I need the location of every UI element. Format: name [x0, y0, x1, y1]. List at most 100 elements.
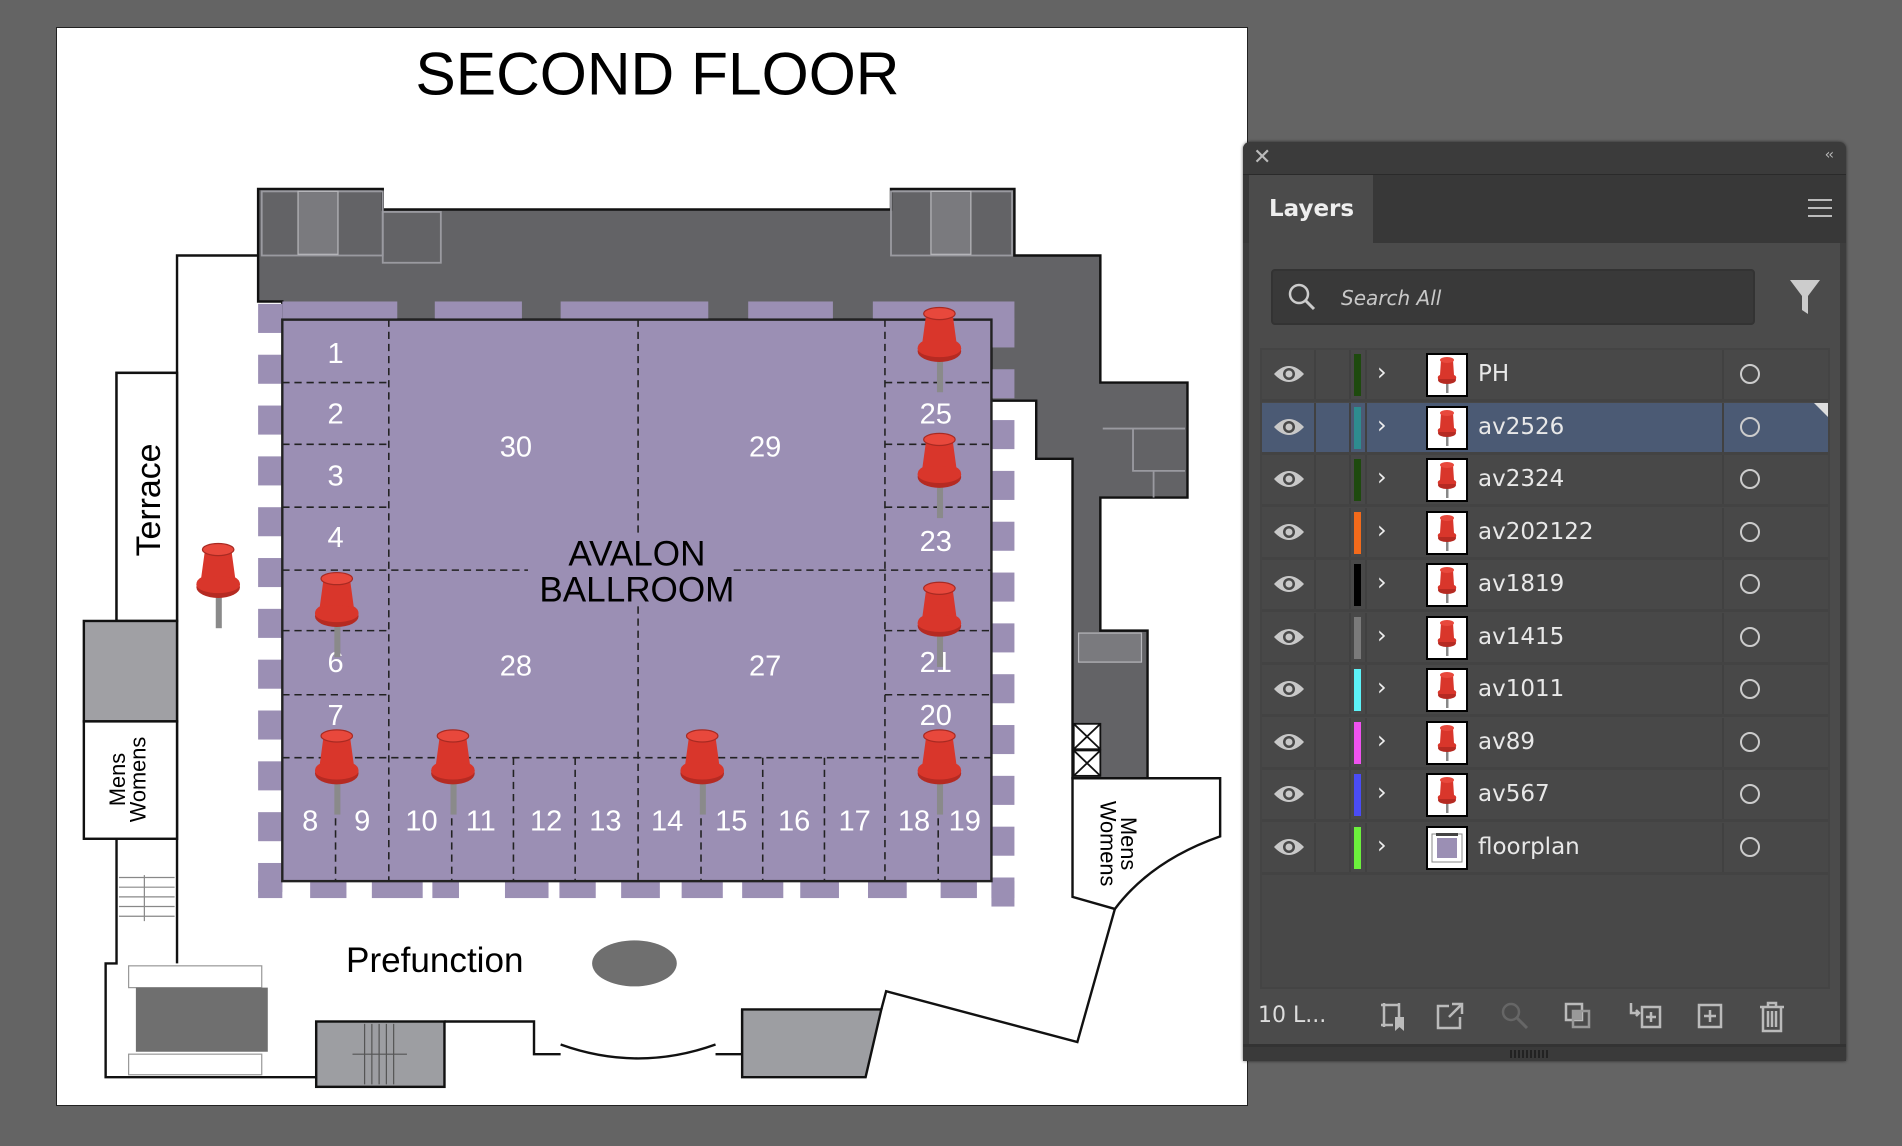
layer-name[interactable]: av1819	[1478, 571, 1565, 597]
target-circle-icon[interactable]	[1740, 731, 1760, 752]
visibility-eye-icon[interactable]	[1272, 415, 1306, 439]
avalon-ballroom[interactable]	[281, 318, 993, 883]
clipping-mask-icon[interactable]	[1563, 1001, 1593, 1031]
target-circle-icon[interactable]	[1740, 469, 1760, 489]
lock-toggle[interactable]	[1316, 403, 1346, 452]
wall-band	[258, 862, 283, 893]
expand-chevron-icon[interactable]: ›	[1377, 830, 1387, 859]
panel-resize-grip[interactable]	[1243, 1044, 1846, 1061]
expand-chevron-icon[interactable]: ›	[1377, 778, 1387, 806]
expand-chevron-icon[interactable]: ›	[1377, 358, 1387, 386]
wall-band	[991, 521, 1015, 551]
layer-row-av1011[interactable]: › av1011	[1262, 665, 1828, 717]
export-icon[interactable]	[1435, 1001, 1465, 1031]
visibility-eye-icon[interactable]	[1272, 782, 1306, 806]
target-circle-icon[interactable]	[1740, 521, 1760, 542]
pushpin-icon[interactable]	[917, 581, 962, 667]
layer-row-av202122[interactable]: › av202122	[1262, 507, 1828, 560]
visibility-eye-icon[interactable]	[1272, 730, 1306, 754]
pushpin-icon[interactable]	[917, 432, 962, 519]
lock-toggle[interactable]	[1316, 508, 1346, 557]
layer-row-floorplan[interactable]: › floorplan	[1262, 822, 1828, 875]
layer-row-av567[interactable]: › av567	[1262, 770, 1828, 822]
layer-row-av89[interactable]: › av89	[1262, 717, 1828, 770]
lock-toggle[interactable]	[1316, 455, 1346, 504]
pushpin-icon[interactable]	[314, 571, 359, 658]
layer-row-av1819[interactable]: › av1819	[1262, 560, 1828, 612]
layer-name[interactable]: av1415	[1478, 623, 1565, 650]
visibility-eye-icon[interactable]	[1272, 520, 1306, 544]
layer-name[interactable]: floorplan	[1478, 833, 1580, 860]
panel-titlebar[interactable]: ✕ ‹‹	[1243, 142, 1846, 175]
close-icon[interactable]: ✕	[1253, 145, 1272, 170]
pushpin-icon[interactable]	[680, 729, 725, 815]
layer-name[interactable]: av1011	[1478, 676, 1565, 702]
expand-chevron-icon[interactable]: ›	[1377, 463, 1387, 491]
layer-color-swatch	[1354, 354, 1361, 396]
tab-layers[interactable]: Layers	[1249, 175, 1373, 243]
lock-toggle[interactable]	[1316, 823, 1346, 872]
expand-chevron-icon[interactable]: ›	[1377, 673, 1387, 701]
target-circle-icon[interactable]	[1740, 364, 1760, 384]
target-circle-icon[interactable]	[1740, 836, 1760, 857]
lock-toggle[interactable]	[1316, 718, 1346, 767]
expand-chevron-icon[interactable]: ›	[1377, 620, 1387, 649]
expand-chevron-icon[interactable]: ›	[1377, 515, 1387, 544]
pushpin-icon[interactable]	[314, 729, 359, 815]
lock-toggle[interactable]	[1316, 560, 1346, 609]
layer-name[interactable]: PH	[1478, 361, 1510, 387]
visibility-eye-icon[interactable]	[1272, 362, 1306, 386]
expand-chevron-icon[interactable]: ›	[1377, 410, 1387, 439]
room-label: 23	[920, 526, 952, 558]
wall-band	[258, 354, 283, 384]
new-layer-icon[interactable]	[1695, 1001, 1725, 1031]
layer-row-av2324[interactable]: › av2324	[1262, 455, 1828, 507]
room-label: 3	[327, 460, 343, 492]
wall-band	[258, 659, 283, 689]
target-circle-icon[interactable]	[1740, 679, 1760, 699]
collect-for-export-icon[interactable]	[1377, 1001, 1407, 1033]
visibility-eye-icon[interactable]	[1272, 835, 1306, 859]
restroom-left	[82, 720, 179, 840]
pushpin-icon[interactable]	[917, 306, 962, 393]
visibility-eye-icon[interactable]	[1272, 467, 1306, 491]
layer-name[interactable]: av202122	[1478, 518, 1594, 545]
delete-layer-icon[interactable]	[1757, 1001, 1787, 1033]
layer-name[interactable]: av89	[1478, 728, 1535, 755]
layer-row-PH[interactable]: › PH	[1262, 350, 1828, 402]
filter-icon[interactable]	[1789, 279, 1821, 315]
locate-object-icon[interactable]	[1500, 1001, 1530, 1031]
layer-color-swatch	[1354, 774, 1361, 816]
lock-toggle[interactable]	[1316, 770, 1346, 819]
target-circle-icon[interactable]	[1740, 574, 1760, 594]
new-sublayer-icon[interactable]	[1627, 1001, 1663, 1031]
stairs-bottom-left	[128, 965, 268, 1076]
collapse-icon[interactable]: ‹‹	[1824, 147, 1834, 163]
panel-menu-icon[interactable]	[1808, 199, 1832, 223]
layer-row-av2526[interactable]: › av2526	[1262, 402, 1828, 455]
wall-band	[991, 775, 1015, 805]
layer-name[interactable]: av2526	[1478, 413, 1565, 440]
target-circle-icon[interactable]	[1740, 416, 1760, 437]
expand-chevron-icon[interactable]: ›	[1377, 568, 1387, 596]
visibility-eye-icon[interactable]	[1272, 677, 1306, 701]
visibility-eye-icon[interactable]	[1272, 572, 1306, 596]
visibility-eye-icon[interactable]	[1272, 625, 1306, 649]
lock-toggle[interactable]	[1316, 665, 1346, 714]
pushpin-icon[interactable]	[917, 729, 962, 815]
layer-row-av1415[interactable]: › av1415	[1262, 612, 1828, 665]
expand-chevron-icon[interactable]: ›	[1377, 725, 1387, 754]
layer-color-swatch	[1354, 511, 1361, 554]
layer-name[interactable]: av567	[1478, 781, 1550, 807]
target-circle-icon[interactable]	[1740, 626, 1760, 647]
layer-name[interactable]: av2324	[1478, 466, 1565, 492]
search-input[interactable]: Search All	[1271, 269, 1755, 325]
target-circle-icon[interactable]	[1740, 784, 1760, 804]
lock-toggle[interactable]	[1316, 613, 1346, 662]
pushpin-icon[interactable]	[431, 729, 475, 815]
room-label: 4	[327, 522, 343, 554]
lock-toggle[interactable]	[1316, 350, 1346, 399]
pushpin-icon[interactable]	[196, 542, 240, 629]
room-label: 19	[949, 805, 981, 837]
